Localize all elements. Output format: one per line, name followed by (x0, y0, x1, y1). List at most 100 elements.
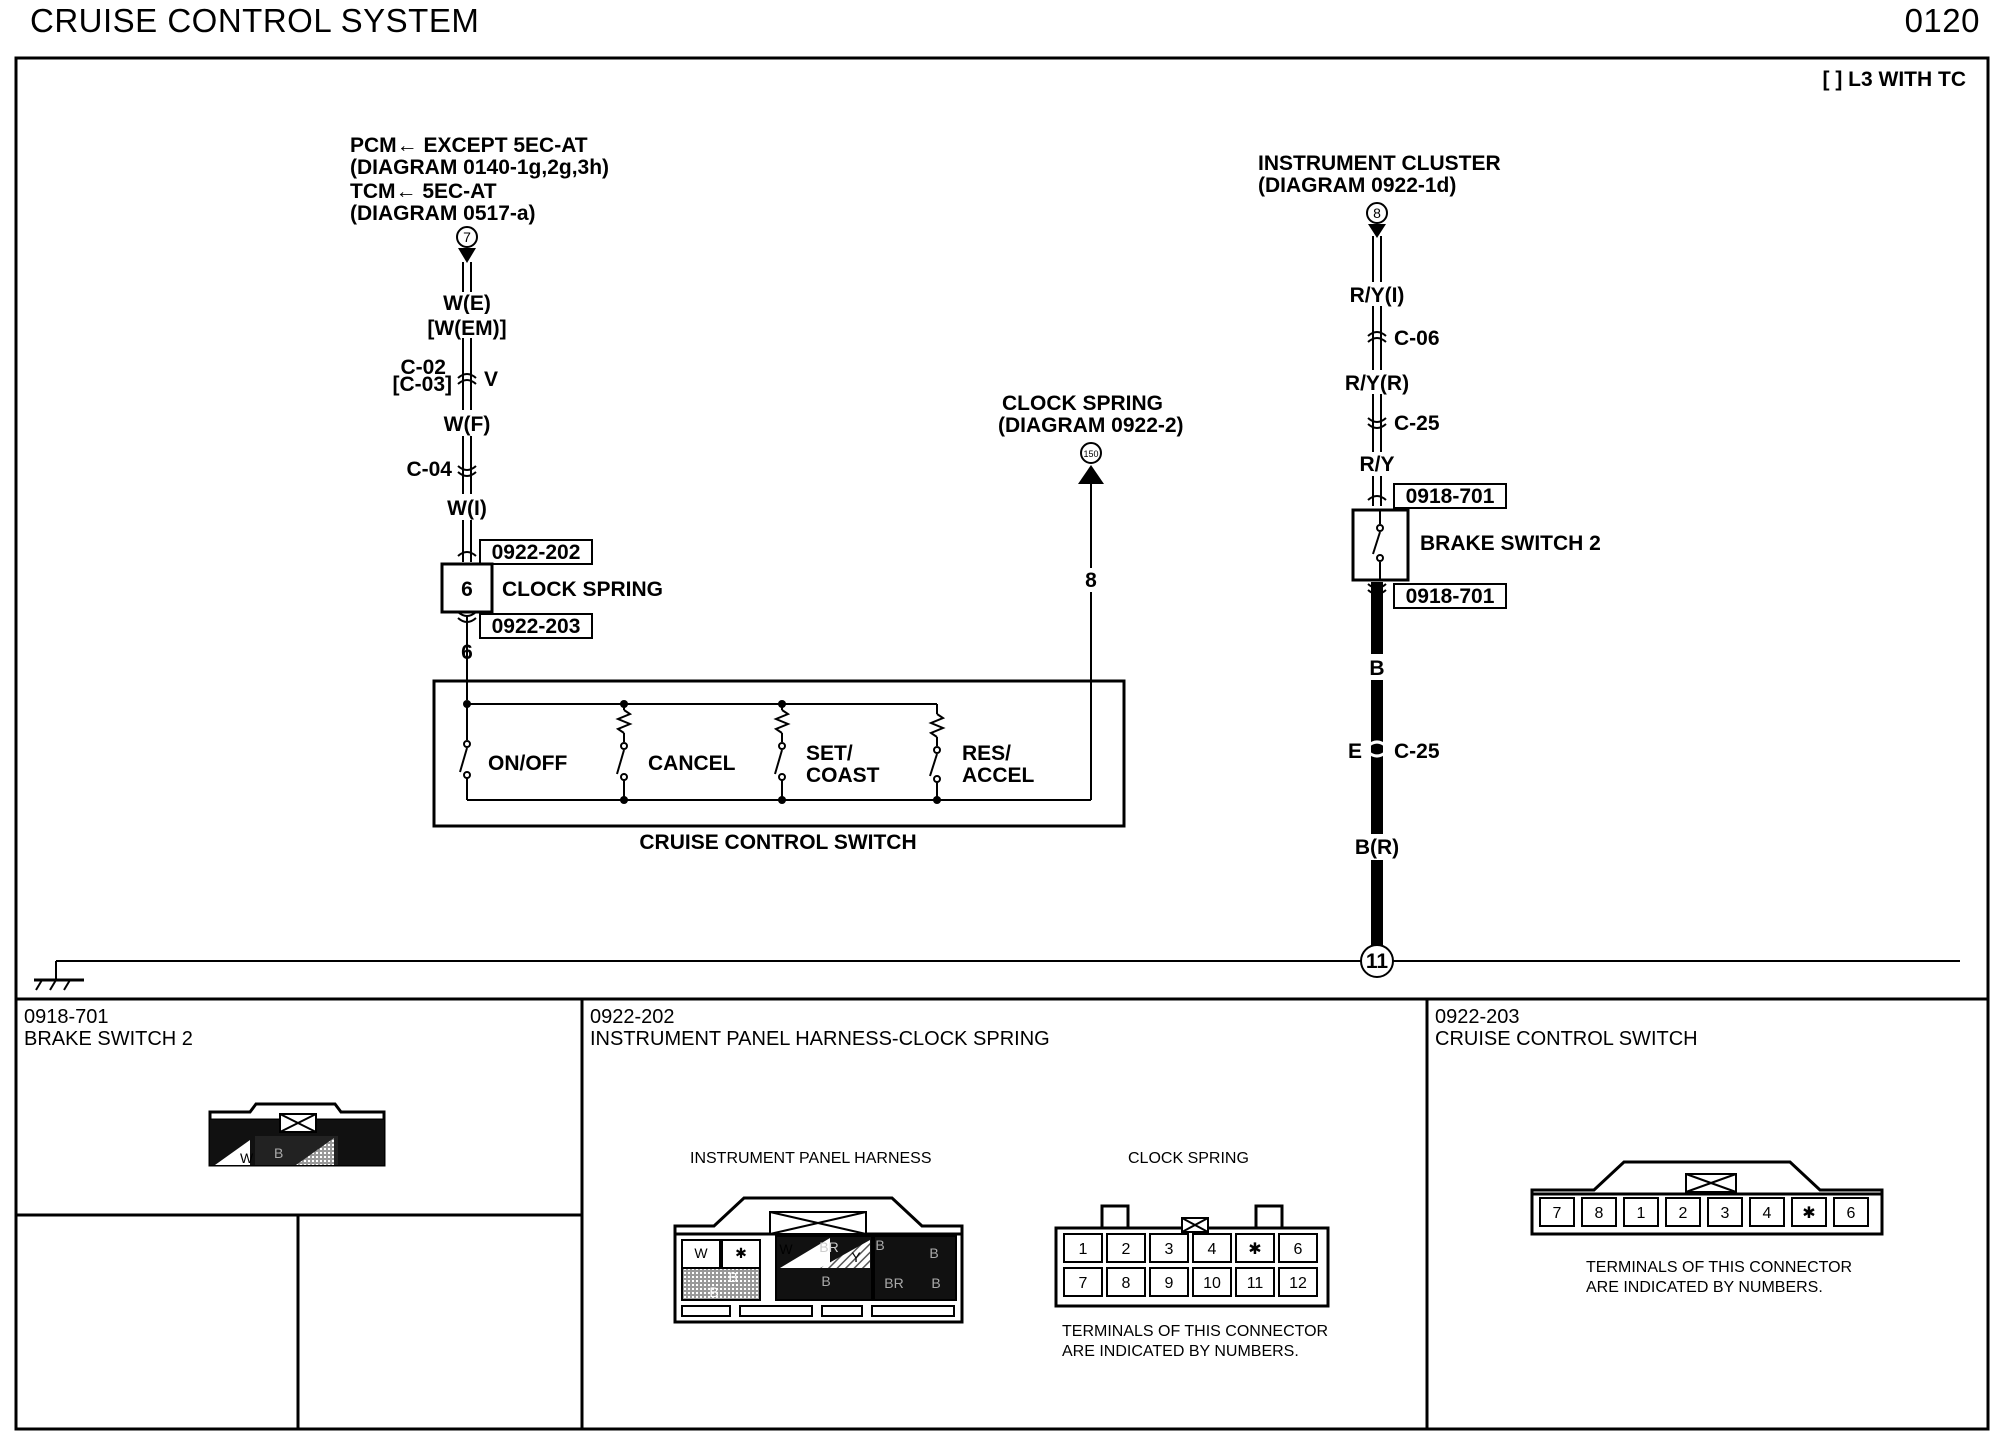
panel-0922-202: 0922-202 INSTRUMENT PANEL HARNESS-CLOCK … (590, 1006, 1330, 1360)
wire-color-ryr: R/Y(R) (1345, 372, 1409, 395)
wire-color-we: W(E) (443, 292, 491, 315)
wire-number-8: 8 (1085, 569, 1097, 592)
clock-spring-reference: CLOCK SPRING (DIAGRAM 0922-2) 150 8 (998, 392, 1184, 800)
svg-text:8: 8 (1595, 1205, 1604, 1222)
svg-text:1: 1 (1079, 1241, 1088, 1258)
svg-text:(DIAGRAM 0140-1g,2g,3h): (DIAGRAM 0140-1g,2g,3h) (350, 156, 609, 179)
terminal-8-circle (1366, 202, 1388, 224)
svg-text:ACCEL: ACCEL (962, 764, 1035, 787)
svg-text:(DIAGRAM 0922-1d): (DIAGRAM 0922-1d) (1258, 174, 1456, 197)
svg-text:0918-701: 0918-701 (24, 1006, 109, 1028)
svg-text:CLOCK SPRING: CLOCK SPRING (1002, 392, 1163, 415)
svg-text:2: 2 (1122, 1241, 1131, 1258)
svg-text:B: B (709, 1284, 718, 1300)
svg-text:CRUISE CONTROL SWITCH: CRUISE CONTROL SWITCH (1435, 1028, 1698, 1050)
svg-text:7: 7 (1553, 1205, 1562, 1222)
svg-text:COAST: COAST (806, 764, 880, 787)
svg-text:W: W (694, 1245, 708, 1261)
svg-text:7: 7 (1079, 1275, 1088, 1292)
svg-text:INSTRUMENT CLUSTER: INSTRUMENT CLUSTER (1258, 152, 1501, 175)
svg-text:INSTRUMENT PANEL HARNESS-CLOCK: INSTRUMENT PANEL HARNESS-CLOCK SPRING (590, 1028, 1050, 1050)
arrow-up-icon (1078, 465, 1104, 484)
svg-text:✱: ✱ (1802, 1205, 1815, 1222)
trim-note: [ ] L3 WITH TC (1823, 68, 1966, 91)
svg-text:ARE INDICATED BY NUMBERS.: ARE INDICATED BY NUMBERS. (1062, 1343, 1299, 1360)
svg-text:3: 3 (1721, 1205, 1730, 1222)
svg-text:6: 6 (1294, 1241, 1303, 1258)
svg-text:W: W (779, 1241, 793, 1257)
connector-c25-top: C-25 (1394, 412, 1440, 435)
switch-res-accel (928, 704, 946, 800)
terminal-150-circle (1080, 442, 1102, 464)
connector-0922-203: 0922-203 (492, 615, 581, 638)
svg-text:10: 10 (1203, 1275, 1221, 1292)
svg-text:(DIAGRAM 0517-a): (DIAGRAM 0517-a) (350, 202, 536, 225)
svg-text:✱: ✱ (1248, 1241, 1261, 1258)
pcm-tcm-source: PCM← EXCEPT 5EC-AT (DIAGRAM 0140-1g,2g,3… (350, 134, 609, 263)
right-wire-connectors (1367, 331, 1387, 758)
wire-color-ryi: R/Y(I) (1350, 284, 1405, 307)
wire-number-6: 6 (461, 641, 473, 664)
connector-c25-bottom: C-25 (1394, 740, 1440, 763)
connector-c04: C-04 (406, 458, 452, 481)
svg-text:Y: Y (851, 1249, 861, 1265)
svg-text:B: B (929, 1245, 938, 1261)
svg-text:RES/: RES/ (962, 742, 1011, 765)
svg-text:✱: ✱ (735, 1245, 747, 1261)
brake-switch-label: BRAKE SWITCH 2 (1420, 532, 1601, 555)
wire-color-wem: [W(EM)] (427, 317, 506, 340)
svg-text:TERMINALS OF THIS CONNECTOR: TERMINALS OF THIS CONNECTOR (1586, 1259, 1852, 1276)
switch-outline (432, 679, 1126, 828)
svg-text:0922-202: 0922-202 (590, 1006, 675, 1028)
wire-color-b: B (1369, 657, 1384, 680)
svg-text:TERMINALS OF THIS CONNECTOR: TERMINALS OF THIS CONNECTOR (1062, 1323, 1328, 1340)
wire-color-wi: W(I) (447, 497, 487, 520)
svg-text:1: 1 (1637, 1205, 1646, 1222)
panel-0918-701: 0918-701 BRAKE SWITCH 2 W B (24, 1006, 386, 1167)
arrow-down-icon (458, 248, 476, 263)
svg-text:6: 6 (461, 578, 473, 601)
svg-text:12: 12 (1289, 1275, 1307, 1292)
page-title: CRUISE CONTROL SYSTEM (30, 2, 480, 39)
svg-text:ON/OFF: ON/OFF (488, 752, 567, 775)
svg-text:4: 4 (1763, 1205, 1772, 1222)
svg-text:150: 150 (1083, 449, 1098, 459)
svg-text:SET/: SET/ (806, 742, 853, 765)
svg-text:CLOCK SPRING: CLOCK SPRING (1128, 1150, 1249, 1167)
svg-text:B: B (821, 1273, 830, 1289)
connector-0922-202: 0922-202 (492, 541, 581, 564)
svg-text:2: 2 (1679, 1205, 1688, 1222)
svg-text:B: B (728, 1269, 737, 1285)
connector-0918-701-bottom: 0918-701 (1406, 585, 1495, 608)
svg-text:TCM← 5EC-AT: TCM← 5EC-AT (350, 180, 497, 203)
svg-text:8: 8 (1373, 205, 1381, 221)
svg-text:6: 6 (1847, 1205, 1856, 1222)
connector-c03: [C-03] (392, 373, 452, 396)
panel-0922-203: 0922-203 CRUISE CONTROL SWITCH 7 8 1 2 3… (1435, 1006, 1884, 1296)
svg-text:ARE INDICATED BY NUMBERS.: ARE INDICATED BY NUMBERS. (1586, 1279, 1823, 1296)
switch-cancel (615, 704, 633, 800)
svg-text:11: 11 (1247, 1275, 1264, 1292)
svg-text:3: 3 (1165, 1241, 1174, 1258)
svg-text:INSTRUMENT PANEL HARNESS: INSTRUMENT PANEL HARNESS (690, 1150, 932, 1167)
svg-text:PCM← EXCEPT 5EC-AT: PCM← EXCEPT 5EC-AT (350, 134, 588, 157)
svg-text:BR: BR (819, 1239, 838, 1255)
svg-text:B: B (875, 1237, 884, 1253)
svg-text:9: 9 (1165, 1275, 1174, 1292)
outer-frame (14, 56, 1990, 1431)
svg-text:11: 11 (1366, 950, 1389, 973)
ground-11-circle (1360, 944, 1394, 978)
wire-color-e: E (1348, 740, 1362, 763)
switch-set-coast (773, 704, 791, 800)
wire-color-wf: W(F) (444, 413, 491, 436)
instrument-cluster-source: INSTRUMENT CLUSTER (DIAGRAM 0922-1d) 8 (1258, 152, 1501, 238)
instrument-panel-harness-connector: W ✱ W BR Y B B B B B BR B (673, 1196, 964, 1324)
svg-text:8: 8 (1122, 1275, 1131, 1292)
page-number: 0120 (1904, 2, 1980, 39)
wire-color-br: B(R) (1355, 836, 1399, 859)
clock-spring-box (440, 562, 494, 614)
clock-spring-connector: 1 2 3 4 ✱ 6 7 8 9 10 11 12 (1054, 1204, 1330, 1308)
svg-text:BRAKE SWITCH 2: BRAKE SWITCH 2 (24, 1028, 193, 1050)
svg-text:(DIAGRAM 0922-2): (DIAGRAM 0922-2) (998, 414, 1184, 437)
